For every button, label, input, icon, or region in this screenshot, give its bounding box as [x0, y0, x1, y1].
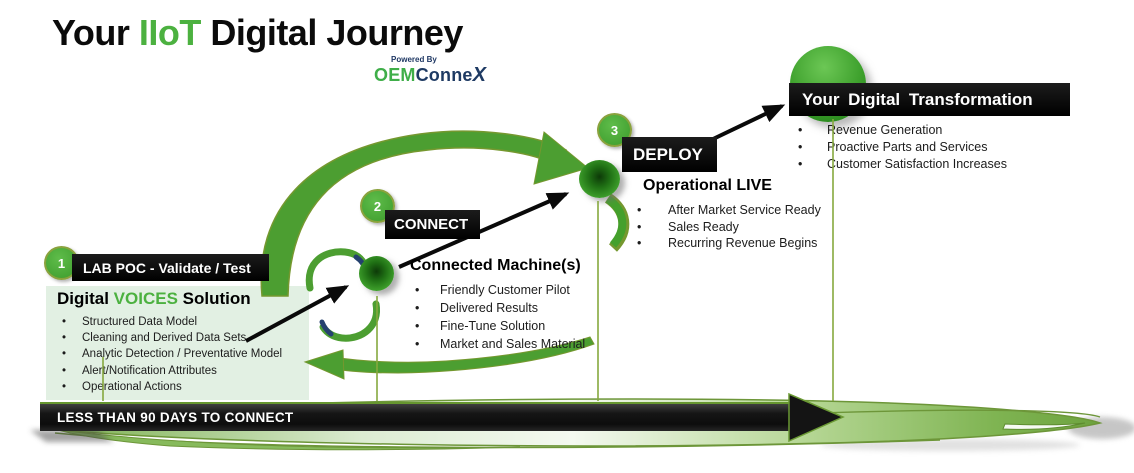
stage-3-heading: Operational LIVE: [643, 177, 772, 194]
page-title: Your IIoT Digital Journey: [52, 12, 463, 54]
stage-2-bullets: Friendly Customer Pilot Delivered Result…: [410, 281, 630, 353]
title-suffix: Digital Journey: [200, 12, 463, 53]
bullet-item: Operational Actions: [56, 379, 306, 395]
stage-1-heading-suffix: Solution: [177, 289, 251, 308]
stage-2-milestone-sphere: [359, 256, 394, 291]
stage-2-label: CONNECT: [385, 210, 480, 239]
stage-1-heading-highlight: VOICES: [113, 289, 178, 308]
transformation-label: Your Digital Transformation: [789, 83, 1070, 116]
brand-conne: Conne: [415, 65, 473, 85]
small-cycle-arrows-icon: [305, 248, 369, 292]
brand-logo: Powered By OEMConneX: [374, 55, 487, 86]
leaf-vein: [819, 409, 1101, 418]
small-cycle-accent-2: [319, 319, 334, 337]
stage-3-label: DEPLOY: [622, 137, 717, 172]
bullet-item: Recurring Revenue Begins: [630, 235, 860, 252]
stage-2-heading: Connected Machine(s): [410, 257, 581, 274]
transformation-bullets: Revenue Generation Proactive Parts and S…: [795, 122, 1055, 172]
stage-1-heading: Digital VOICES Solution: [57, 289, 251, 309]
small-cycle-arrows-icon-2: [319, 300, 381, 342]
bullet-item: Cleaning and Derived Data Sets: [56, 330, 306, 346]
bullet-item: Friendly Customer Pilot: [410, 281, 630, 299]
big-cycle-return-arrowhead-icon: [303, 349, 345, 380]
brand-oem: OEM: [374, 65, 416, 85]
stage-1-bullets: Structured Data Model Cleaning and Deriv…: [56, 314, 306, 395]
bullet-item: After Market Service Ready: [630, 202, 860, 219]
bullet-item: Structured Data Model: [56, 314, 306, 330]
stage-1-label: LAB POC - Validate / Test: [72, 254, 269, 281]
stage-3-bullets: After Market Service Ready Sales Ready R…: [630, 202, 860, 252]
bullet-item: Customer Satisfaction Increases: [795, 156, 1055, 173]
bullet-item: Revenue Generation: [795, 122, 1055, 139]
bar-shadow: [30, 430, 114, 442]
comma-swoosh-icon: [605, 195, 627, 248]
comma-swoosh-outline: [604, 193, 630, 252]
timeline-label: LESS THAN 90 DAYS TO CONNECT: [57, 410, 294, 425]
leaf-shadow-2: [820, 439, 1080, 451]
title-prefix: Your: [52, 12, 139, 53]
title-highlight: IIoT: [138, 12, 201, 53]
under-swoosh-line: [54, 432, 941, 449]
black-flow-arrow-icon-3: [710, 104, 786, 142]
bullet-item: Alert/Notification Attributes: [56, 363, 306, 379]
powered-by-label: Powered By: [391, 55, 437, 64]
bullet-item: Sales Ready: [630, 219, 860, 236]
under-swoosh: [57, 429, 521, 451]
leaf-notch: [1002, 422, 1086, 430]
bullet-item: Market and Sales Material: [410, 335, 630, 353]
timeline-arrowhead-icon: [788, 392, 845, 443]
stage-3-milestone-sphere: [579, 160, 620, 198]
bullet-item: Delivered Results: [410, 299, 630, 317]
bullet-item: Fine-Tune Solution: [410, 317, 630, 335]
stage-1-heading-prefix: Digital: [57, 289, 114, 308]
bullet-item: Analytic Detection / Preventative Model: [56, 346, 306, 362]
leaf-shadow: [1068, 417, 1134, 439]
bullet-item: Proactive Parts and Services: [795, 139, 1055, 156]
timeline-bar: LESS THAN 90 DAYS TO CONNECT: [40, 402, 790, 431]
brand-x-icon: X: [472, 64, 487, 86]
